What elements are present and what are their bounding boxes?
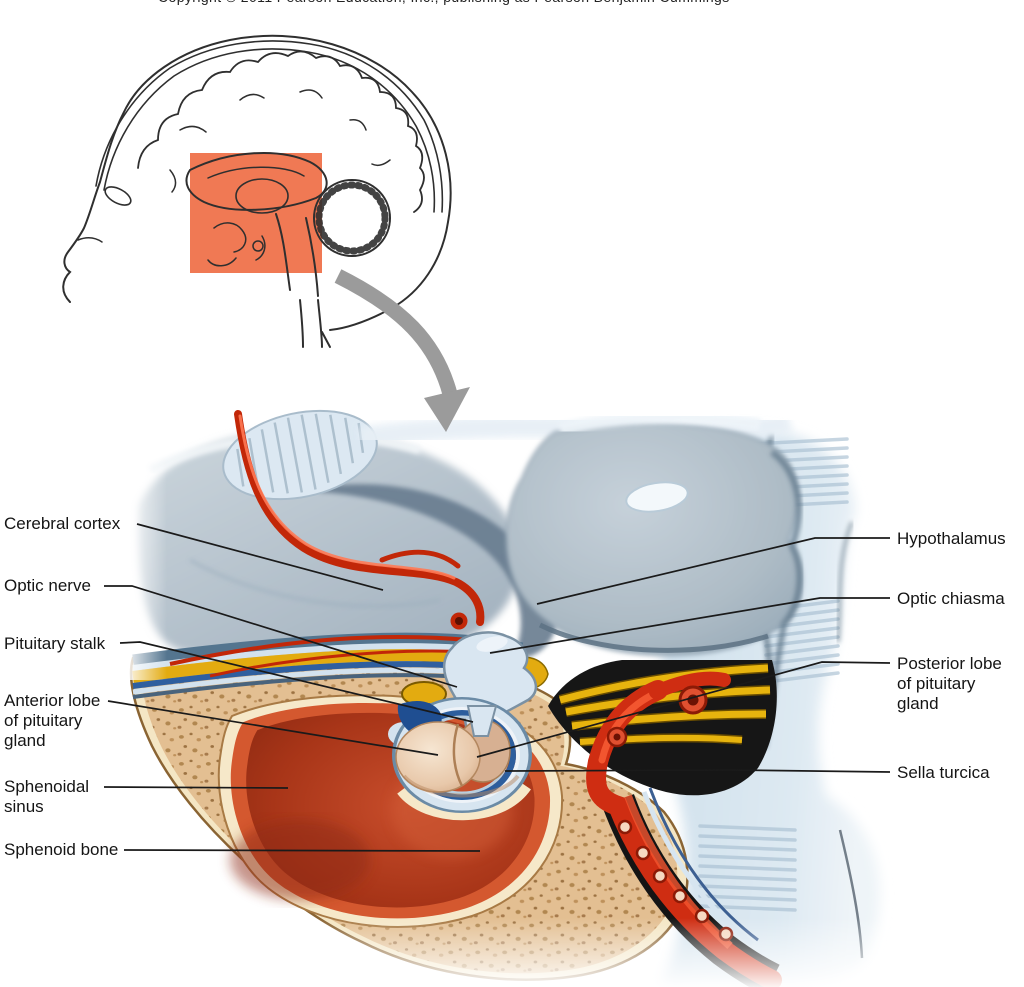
label-anterior-lobe: Anterior lobe of pituitary gland — [4, 691, 101, 750]
leader-lines — [103, 523, 891, 852]
leader-anterior-lobe — [107, 700, 439, 756]
label-cerebral-cortex: Cerebral cortex — [4, 514, 121, 533]
label-sphenoidal-sinus: Sphenoidal sinus — [4, 777, 90, 816]
label-hypothalamus: Hypothalamus — [897, 529, 1006, 548]
nerve-bundles-art — [558, 663, 771, 747]
leader-optic-chiasma — [489, 597, 890, 654]
leader-sphenoid-bone — [123, 849, 481, 852]
copyright-text: Copyright © 2011 Pearson Education, Inc.… — [158, 0, 730, 5]
leader-hypothalamus — [536, 537, 890, 605]
head-locator-inset — [62, 34, 470, 432]
leader-cerebral-cortex — [136, 523, 384, 591]
zoom-arrow — [334, 269, 470, 432]
label-pituitary-stalk: Pituitary stalk — [4, 634, 106, 653]
label-sella-turcica: Sella turcica — [897, 763, 990, 782]
hypothalamus-art — [505, 410, 803, 749]
label-optic-nerve: Optic nerve — [4, 576, 91, 595]
leader-posterior-lobe — [476, 661, 891, 758]
leader-optic-nerve — [104, 585, 458, 688]
label-optic-chiasma: Optic chiasma — [897, 589, 1005, 608]
label-sphenoid-bone: Sphenoid bone — [4, 840, 119, 859]
leader-sella-turcica — [504, 769, 891, 773]
bottom-fade — [0, 918, 1024, 987]
cerebral-artery-art — [234, 410, 485, 630]
left-fade — [125, 430, 167, 680]
label-posterior-lobe: Posterior lobe of pituitary gland — [897, 654, 1002, 713]
pituitary-stalk-art — [466, 705, 498, 737]
leader-pituitary-stalk — [119, 641, 474, 723]
pituitary-gland-art — [392, 697, 532, 821]
leader-sphenoidal-sinus — [103, 786, 289, 789]
